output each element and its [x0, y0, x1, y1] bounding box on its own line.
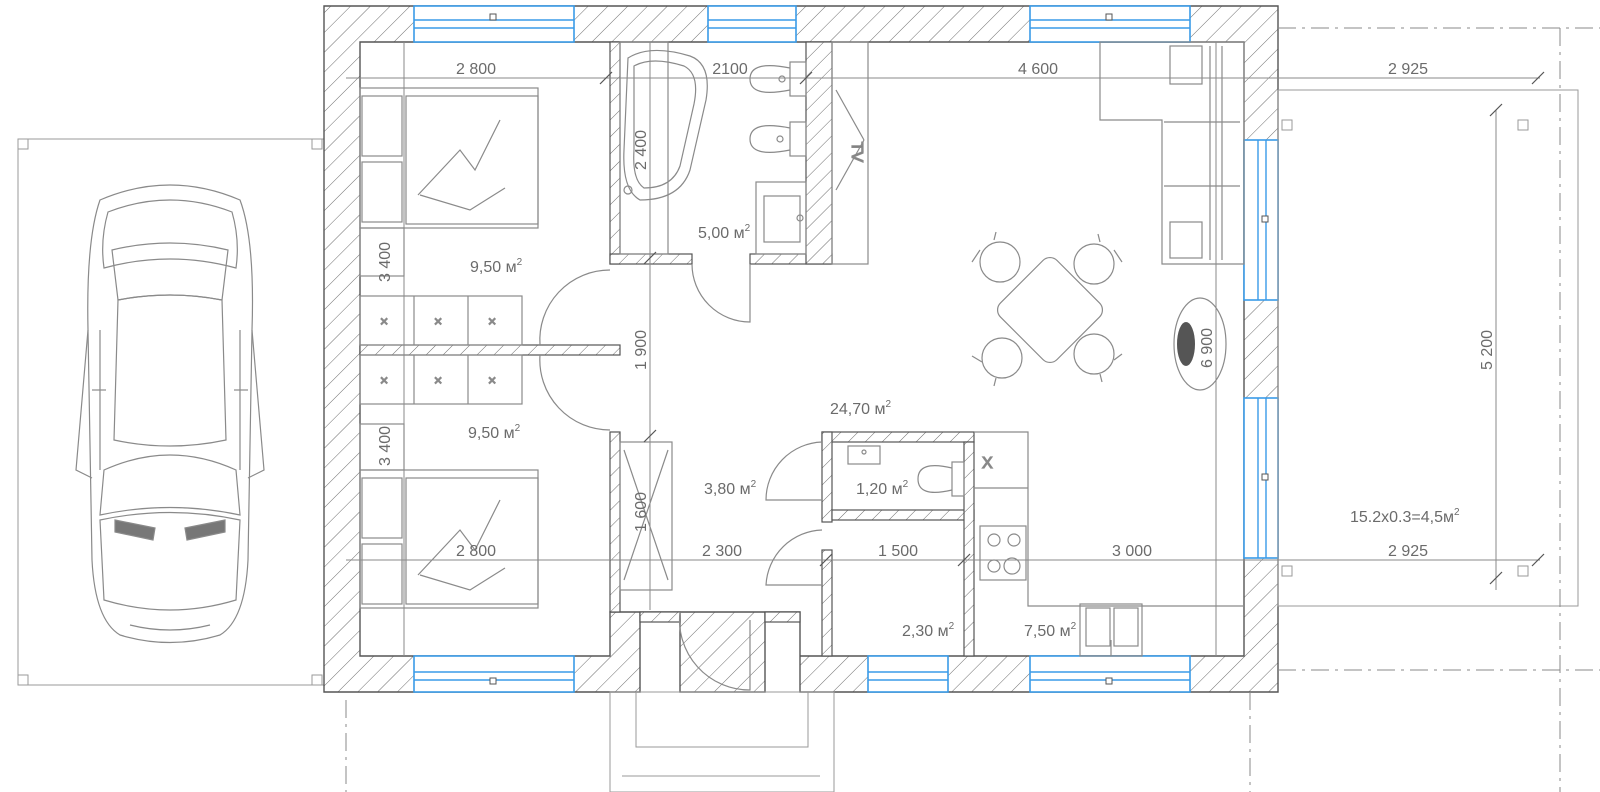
stove-icon — [979, 525, 1027, 581]
sink-icon — [1079, 603, 1143, 657]
carport — [17, 138, 325, 686]
dim-bedroom-top-width: 2 800 — [456, 61, 496, 78]
sink-icon — [755, 181, 807, 255]
coffee-table — [1173, 297, 1227, 391]
bidet-icon — [749, 61, 807, 97]
dim-corridor-height: 1 900 — [633, 330, 650, 370]
interior-walls — [359, 41, 975, 657]
window-top-2 — [707, 5, 797, 43]
area-labels: 9,50 м2 9,50 м2 5,00 м2 3,80 м2 24,70 м2… — [468, 223, 1460, 640]
area-utility: 2,30 м2 — [902, 621, 955, 640]
doors — [539, 263, 823, 691]
chair-icon — [971, 231, 1123, 387]
svg-text:×: × — [434, 372, 442, 388]
dim-kitchen-width: 3 000 — [1112, 543, 1152, 560]
toilet-icon — [749, 121, 807, 157]
area-living: 24,70 м2 — [830, 399, 891, 418]
dining-table-icon — [996, 256, 1104, 364]
area-hall: 3,80 м2 — [704, 479, 757, 498]
dim-terrace-bottom-width: 2 925 — [1388, 543, 1428, 560]
area-bedroom-bottom: 9,50 м2 — [468, 423, 521, 442]
window-right-1 — [1243, 139, 1279, 301]
car-icon — [75, 184, 265, 644]
dim-bedroom-top-height: 3 400 — [377, 242, 394, 282]
svg-text:×: × — [488, 372, 496, 388]
wardrobe-icon: × × × × × × — [359, 295, 523, 405]
sofa-icon — [1099, 41, 1245, 265]
dim-living-height: 6 900 — [1199, 328, 1216, 368]
window-right-2 — [1243, 397, 1279, 559]
window-bottom-2 — [867, 655, 949, 693]
dimension-labels: 2 800 2100 4 600 2 925 2 400 3 400 1 900… — [377, 61, 1496, 560]
area-terrace: 15.2x0.3=4,5м2 — [1350, 507, 1460, 526]
windows — [413, 5, 1279, 693]
dim-bedroom-bottom-width: 2 800 — [456, 543, 496, 560]
window-top-3 — [1029, 5, 1191, 43]
bed-icon — [359, 87, 539, 277]
dimension-lines — [346, 42, 1545, 656]
area-wc: 1,20 м2 — [856, 479, 909, 498]
terrace — [1249, 27, 1600, 792]
svg-text:×: × — [434, 313, 442, 329]
dim-terrace-height: 5 200 — [1479, 330, 1496, 370]
toilet-icon — [917, 461, 965, 497]
bathtub-icon — [619, 41, 708, 255]
dim-living-width: 4 600 — [1018, 61, 1058, 78]
svg-text:×: × — [380, 372, 388, 388]
sink-icon — [847, 445, 881, 465]
area-bathroom: 5,00 м2 — [698, 223, 751, 242]
window-top-1 — [413, 5, 575, 43]
porch — [609, 691, 835, 792]
dim-bath-width: 2100 — [712, 61, 748, 78]
washer-mark: X — [982, 455, 993, 472]
kitchen-counter: X — [974, 431, 1244, 607]
area-bedroom-top: 9,50 м2 — [470, 257, 523, 276]
window-bottom-3 — [1029, 655, 1191, 693]
window-bottom-1 — [413, 655, 575, 693]
dim-bedroom-bottom-height: 3 400 — [377, 426, 394, 466]
area-kitchen: 7,50 м2 — [1024, 621, 1077, 640]
dim-hall-width: 2 300 — [702, 543, 742, 560]
dim-wc-width: 1 500 — [878, 543, 918, 560]
dim-terrace-top-width: 2 925 — [1388, 61, 1428, 78]
tv-label: TV — [848, 142, 865, 163]
svg-text:×: × — [380, 313, 388, 329]
wardrobe-icon — [619, 441, 673, 591]
tv-stand: TV — [831, 41, 869, 265]
svg-text:×: × — [488, 313, 496, 329]
dim-closet-height: 1 600 — [633, 492, 650, 532]
dim-bath-height: 2 400 — [633, 130, 650, 170]
